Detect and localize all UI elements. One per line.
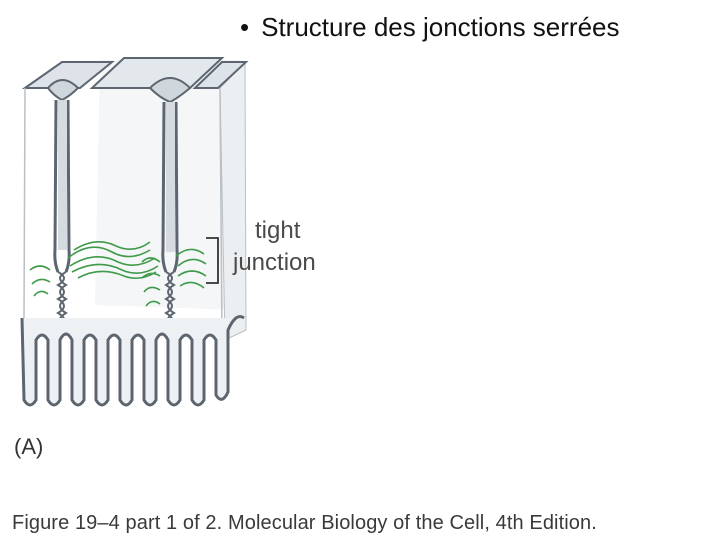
slide-title-text: Structure des jonctions serrées [261,12,620,42]
cell-front-right-edge [219,87,223,336]
lateral-membrane-right [161,101,179,273]
apical-fold-left [46,79,80,102]
sealing-strands-left [29,241,159,297]
basal-membrane-folds [20,315,245,407]
bullet-marker: • [240,12,250,42]
cell-right-plane [219,60,247,341]
cell-front-left-edge [23,87,26,319]
apical-surface-right [192,61,249,89]
intercellular-space-left [58,100,67,250]
slide-title: • Structure des jonctions serrées [240,12,620,43]
figure-caption: Figure 19–4 part 1 of 2. Molecular Biolo… [12,512,597,534]
panel-label: (A) [14,434,44,459]
junction-twist-left [56,271,68,329]
label-junction: junction [233,249,316,276]
intercellular-space-right [166,102,175,252]
label-tight: tight [255,217,301,244]
lateral-membrane-left [53,99,71,273]
sealing-strands-right [141,248,207,307]
junction-twist-right [164,271,176,329]
apical-fold-right [148,77,192,104]
tight-junction-bracket [206,237,219,284]
